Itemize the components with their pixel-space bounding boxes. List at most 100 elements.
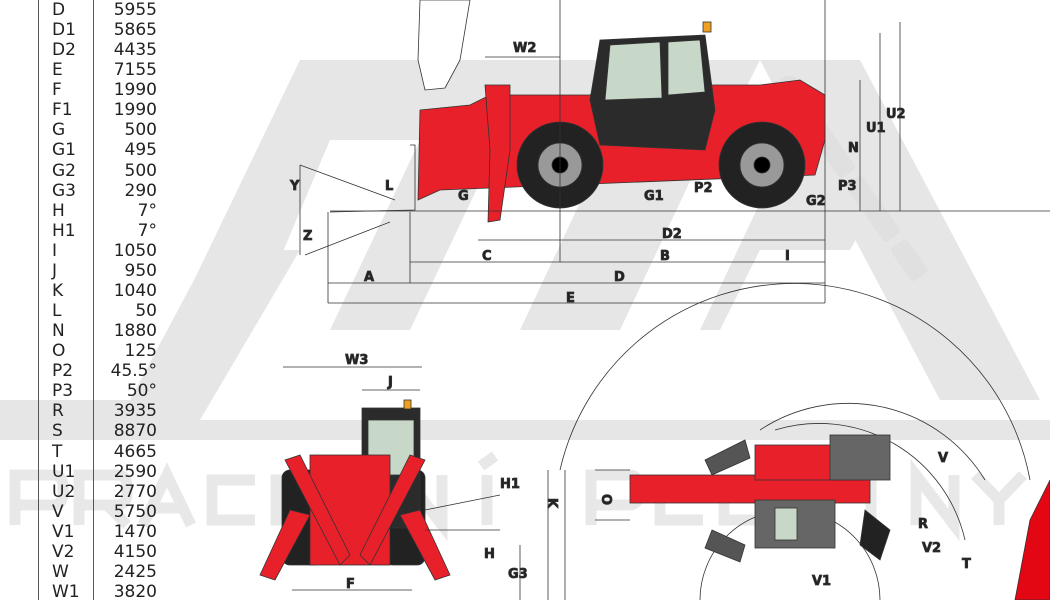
spec-key: R bbox=[52, 401, 64, 422]
spec-value: 4665 bbox=[113, 441, 157, 462]
dim-label: P3 bbox=[838, 179, 857, 194]
dim-label: Z bbox=[303, 229, 312, 244]
cab-window bbox=[667, 39, 706, 96]
spec-key: J bbox=[52, 260, 58, 281]
spec-key: F1 bbox=[52, 100, 73, 121]
spec-value: 3935 bbox=[113, 401, 157, 422]
spec-value: 5750 bbox=[113, 501, 157, 522]
dim-label: D2 bbox=[662, 227, 682, 242]
spec-key: H bbox=[52, 200, 65, 221]
beacon-light bbox=[403, 399, 412, 410]
spec-value: 5955 bbox=[113, 0, 157, 20]
spec-value: 50° bbox=[126, 381, 157, 402]
dim-label: I bbox=[785, 249, 790, 264]
dim-label: H1 bbox=[500, 477, 520, 492]
dim-label: E bbox=[566, 291, 575, 306]
spec-key: L bbox=[52, 301, 62, 322]
dim-label: G bbox=[458, 189, 469, 204]
dim-label: O bbox=[601, 494, 616, 505]
outrigger bbox=[484, 84, 511, 223]
spec-value: 1470 bbox=[113, 521, 157, 542]
dim-label: G2 bbox=[806, 194, 826, 209]
dim-label: U2 bbox=[886, 107, 906, 122]
dim-label: F bbox=[346, 577, 355, 592]
top-view: K O V R V2 T V1 bbox=[544, 283, 1050, 600]
spec-key: G2 bbox=[52, 160, 76, 181]
spec-key: V bbox=[52, 501, 64, 522]
spec-row: T 4665 bbox=[0, 442, 170, 462]
spec-value: 1990 bbox=[113, 100, 157, 121]
dim-label: J bbox=[387, 375, 393, 390]
dim-label: V bbox=[938, 451, 948, 466]
spec-key: O bbox=[52, 341, 66, 362]
spec-key: G1 bbox=[52, 140, 76, 161]
spec-value: 290 bbox=[124, 180, 157, 201]
turning-circle-outer bbox=[559, 283, 1031, 481]
spec-value: 1880 bbox=[113, 321, 157, 342]
spec-value: 950 bbox=[124, 260, 157, 281]
spec-value: 8870 bbox=[113, 421, 157, 442]
spec-key: N bbox=[52, 321, 65, 342]
spec-key: S bbox=[52, 421, 63, 442]
dim-label: C bbox=[482, 249, 492, 264]
dim-label: G1 bbox=[644, 189, 664, 204]
spec-key: P2 bbox=[52, 361, 74, 382]
dim-label: N bbox=[848, 141, 859, 156]
dim-label: W2 bbox=[513, 41, 536, 56]
spec-row: R 3935 bbox=[0, 401, 170, 421]
spec-key: G3 bbox=[52, 180, 76, 201]
side-view: W2 Y Z L G G1 P2 G2 P3 N U1 U2 D2 C B I … bbox=[289, 0, 1050, 306]
spec-row: E 7155 bbox=[0, 60, 170, 80]
spec-key: D bbox=[52, 0, 66, 20]
dim-label: D bbox=[614, 270, 625, 285]
dim-label: T bbox=[962, 557, 971, 572]
dim-label: V1 bbox=[812, 574, 831, 589]
spec-value: 7° bbox=[137, 220, 157, 241]
spec-key: V2 bbox=[52, 541, 75, 562]
dim-label: B bbox=[660, 249, 670, 264]
spec-value: 2425 bbox=[113, 561, 157, 582]
spec-key: E bbox=[52, 60, 63, 81]
cab-window bbox=[604, 41, 663, 101]
forks bbox=[329, 144, 416, 213]
dim-label: U1 bbox=[866, 121, 886, 136]
spec-row: V 5750 bbox=[0, 502, 170, 522]
spec-key: G bbox=[52, 120, 66, 141]
accent-corner bbox=[1014, 479, 1050, 600]
table-divider bbox=[93, 0, 94, 600]
spec-key: H1 bbox=[52, 220, 76, 241]
spec-row: G1 495 bbox=[0, 140, 170, 160]
spec-key: P3 bbox=[52, 381, 74, 402]
spec-value: 500 bbox=[124, 120, 157, 141]
table-divider bbox=[38, 0, 39, 600]
spec-row: H1 7° bbox=[0, 221, 170, 241]
dim-label: H bbox=[484, 547, 495, 562]
dim-label: R bbox=[918, 517, 928, 532]
spec-row: F1 1990 bbox=[0, 100, 170, 120]
dim-label: V2 bbox=[922, 541, 941, 556]
spec-key: T bbox=[52, 441, 63, 462]
spec-value: 5865 bbox=[113, 20, 157, 41]
spec-key: U1 bbox=[52, 461, 76, 482]
spec-row: G 500 bbox=[0, 120, 170, 140]
spec-value: 7155 bbox=[113, 60, 157, 81]
spec-value: 495 bbox=[124, 140, 157, 161]
spec-key: D2 bbox=[52, 40, 76, 61]
spec-key: W1 bbox=[52, 582, 80, 602]
